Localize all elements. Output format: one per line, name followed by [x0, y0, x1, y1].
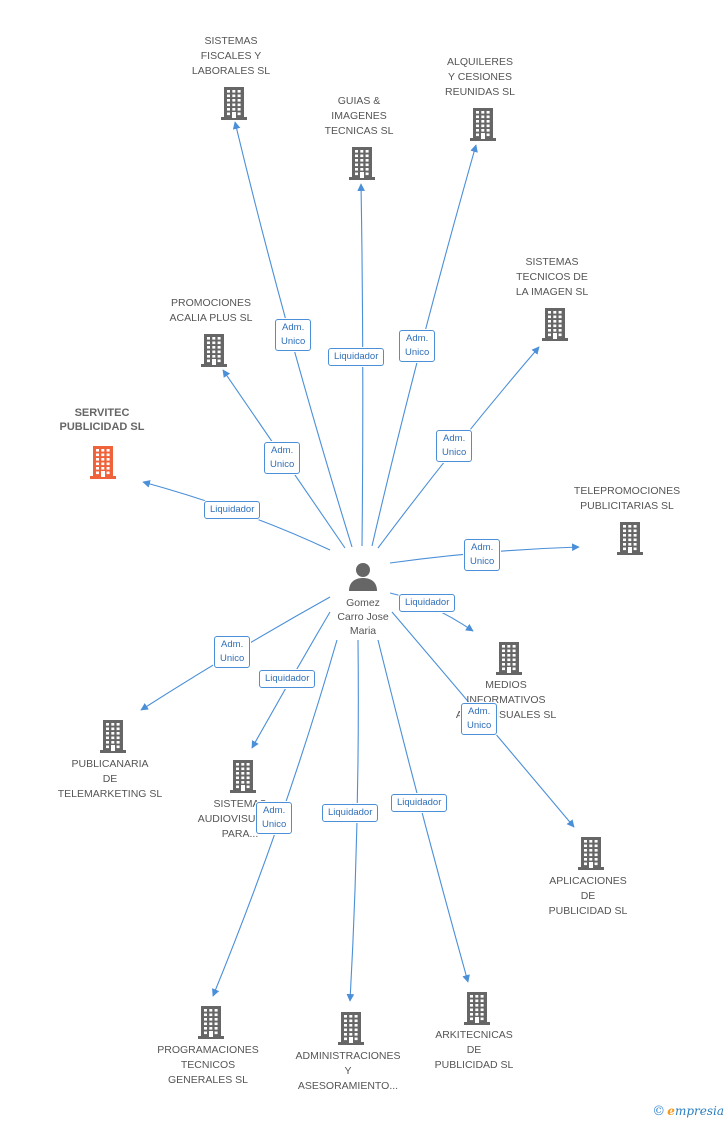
- company-name-line: GENERALES SL: [168, 1074, 248, 1086]
- building-icon[interactable]: [98, 718, 128, 754]
- company-name-line: ARKITECNICAS: [435, 1029, 513, 1041]
- company-name-line: Y CESIONES: [448, 71, 512, 83]
- company-name-line: ALQUILERES: [447, 56, 513, 68]
- company-name-line: SISTEMAS: [204, 35, 258, 47]
- company-name-line: PUBLICIDAD SL: [59, 421, 145, 433]
- company-name-line: IMAGENES: [331, 110, 387, 122]
- person-icon[interactable]: [347, 560, 379, 592]
- company-name-publicanaria[interactable]: PUBLICANARIA DE TELEMARKETING SL: [50, 757, 170, 802]
- company-name-arkitecnicas[interactable]: ARKITECNICAS DE PUBLICIDAD SL: [414, 1028, 534, 1073]
- company-name-line: MEDIOS: [485, 679, 527, 691]
- company-name-line: LABORALES SL: [191, 65, 271, 77]
- building-icon[interactable]: [196, 1004, 226, 1040]
- company-name-servitec[interactable]: SERVITEC PUBLICIDAD SL: [42, 406, 162, 434]
- company-name-alquileres[interactable]: ALQUILERES Y CESIONES REUNIDAS SL: [420, 55, 540, 100]
- role-badge-sistemas-tecnicos: Adm.Unico: [436, 430, 473, 462]
- building-icon[interactable]: [219, 85, 249, 121]
- role-badge-promociones-acalia: Adm.Unico: [264, 442, 301, 474]
- company-name-line: ADMINISTRACIONES: [295, 1050, 401, 1062]
- company-name-line: PUBLICANARIA: [71, 758, 149, 770]
- role-badge-guias-imagenes: Liquidador: [328, 348, 385, 366]
- building-icon[interactable]: [199, 332, 229, 368]
- role-badge-servitec: Liquidador: [204, 501, 261, 519]
- role-badge-arkitecnicas: Liquidador: [391, 794, 448, 812]
- center-name-line: Maria: [349, 625, 377, 637]
- role-badge-telepromociones: Adm.Unico: [464, 539, 501, 571]
- company-name-programaciones[interactable]: PROGRAMACIONES TECNICOS GENERALES SL: [148, 1043, 268, 1088]
- company-name-aplicaciones[interactable]: APLICACIONES DE PUBLICIDAD SL: [528, 874, 648, 919]
- building-icon[interactable]: [468, 106, 498, 142]
- role-badge-alquileres: Adm.Unico: [399, 330, 436, 362]
- company-name-line: PUBLICIDAD SL: [434, 1059, 514, 1071]
- building-icon[interactable]: [576, 835, 606, 871]
- building-icon[interactable]: [347, 145, 377, 181]
- empresia-brand[interactable]: ©empresia: [652, 1104, 724, 1119]
- company-name-line: PUBLICIDAD SL: [548, 905, 628, 917]
- copyright-icon: ©: [652, 1104, 666, 1119]
- center-name-line: Gomez: [346, 597, 380, 609]
- company-name-line: FISCALES Y: [200, 50, 262, 62]
- company-name-administraciones[interactable]: ADMINISTRACIONES Y ASESORAMIENTO...: [288, 1049, 408, 1094]
- brand-text: mpresia: [674, 1104, 724, 1118]
- company-name-promociones-acalia[interactable]: PROMOCIONES ACALIA PLUS SL: [151, 296, 271, 326]
- company-name-line: ACALIA PLUS SL: [169, 312, 253, 324]
- role-badge-aplicaciones: Adm.Unico: [461, 703, 498, 735]
- company-name-line: TELEPROMOCIONES: [573, 485, 681, 497]
- company-name-line: TECNICAS SL: [324, 125, 394, 137]
- role-badge-programaciones: Adm.Unico: [256, 802, 293, 834]
- role-badge-sistemas-fiscales: Adm.Unico: [275, 319, 312, 351]
- building-icon[interactable]: [88, 444, 118, 480]
- company-name-line: TELEMARKETING SL: [57, 788, 163, 800]
- company-name-line: PARA...: [221, 828, 259, 840]
- company-name-line: DE: [580, 890, 596, 902]
- company-name-line: SISTEMAS: [525, 256, 579, 268]
- company-name-line: DE: [102, 773, 118, 785]
- company-name-line: DE: [466, 1044, 482, 1056]
- company-name-sistemas-tecnicos[interactable]: SISTEMAS TECNICOS DE LA IMAGEN SL: [492, 255, 612, 300]
- company-name-guias-imagenes[interactable]: GUIAS & IMAGENES TECNICAS SL: [299, 94, 419, 139]
- brand-initial: e: [667, 1104, 675, 1118]
- building-icon[interactable]: [462, 990, 492, 1026]
- center-name-line: Carro Jose: [337, 611, 389, 623]
- company-name-line: GUIAS &: [337, 95, 381, 107]
- role-badge-administraciones: Liquidador: [322, 804, 379, 822]
- company-name-line: LA IMAGEN SL: [515, 286, 589, 298]
- company-name-line: ASESORAMIENTO...: [297, 1080, 399, 1092]
- building-icon[interactable]: [228, 758, 258, 794]
- company-name-line: PUBLICITARIAS SL: [580, 500, 674, 512]
- building-icon[interactable]: [615, 520, 645, 556]
- role-badge-medios-informativos: Liquidador: [399, 594, 456, 612]
- company-name-line: TECNICOS DE: [516, 271, 588, 283]
- company-name-line: REUNIDAS SL: [444, 86, 516, 98]
- building-icon[interactable]: [494, 640, 524, 676]
- company-name-line: APLICACIONES: [549, 875, 627, 887]
- company-name-line: Y: [344, 1065, 352, 1077]
- center-person-name[interactable]: Gomez Carro Jose Maria: [323, 596, 403, 638]
- company-name-line: SISTEMAS: [213, 798, 267, 810]
- company-name-line: PROMOCIONES: [171, 297, 251, 309]
- role-badge-publicanaria: Adm.Unico: [214, 636, 251, 668]
- company-name-line: PROGRAMACIONES: [157, 1044, 259, 1056]
- building-icon[interactable]: [336, 1010, 366, 1046]
- company-name-telepromociones[interactable]: TELEPROMOCIONES PUBLICITARIAS SL: [567, 484, 687, 514]
- building-icon[interactable]: [540, 306, 570, 342]
- company-name-line: TECNICOS: [180, 1059, 236, 1071]
- company-name-line: SERVITEC: [74, 407, 130, 419]
- role-badge-sistemas-audiovisuales: Liquidador: [259, 670, 316, 688]
- company-name-sistemas-fiscales[interactable]: SISTEMAS FISCALES Y LABORALES SL: [171, 34, 291, 79]
